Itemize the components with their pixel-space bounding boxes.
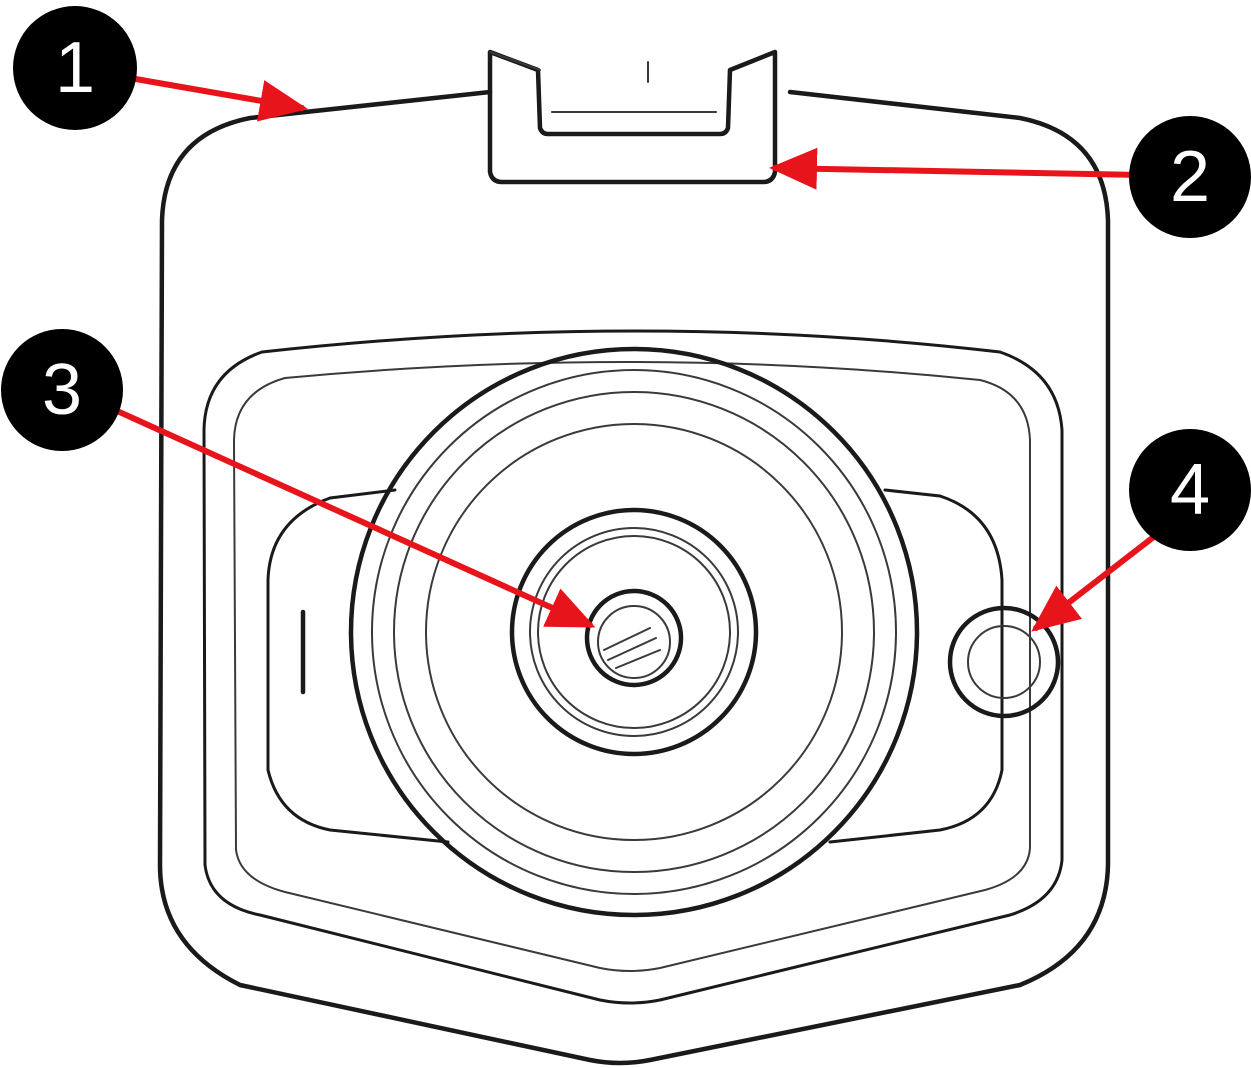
front-panel [202, 329, 1064, 1005]
callout-label-4: 4 [1170, 450, 1210, 530]
camera-lens [348, 346, 920, 918]
callout-arrow-4 [1031, 529, 1163, 632]
right-wing [828, 488, 1004, 844]
camera-body-outline [157, 89, 1111, 1066]
callout-label-3: 3 [42, 350, 82, 430]
callout-label-2: 2 [1170, 137, 1210, 217]
callout-marker-1: 1 [13, 6, 137, 130]
callout-label-1: 1 [55, 28, 95, 108]
callout-marker-2: 2 [1129, 116, 1251, 238]
callout-marker-4: 4 [1129, 429, 1251, 551]
callout-arrow-2 [769, 147, 1145, 190]
callout-arrow-3 [112, 407, 596, 628]
left-wing [266, 488, 450, 844]
indicator-light [947, 605, 1061, 719]
callout-arrow-1 [127, 75, 308, 122]
callout-marker-3: 3 [1, 329, 123, 451]
mount-slot [487, 49, 778, 185]
